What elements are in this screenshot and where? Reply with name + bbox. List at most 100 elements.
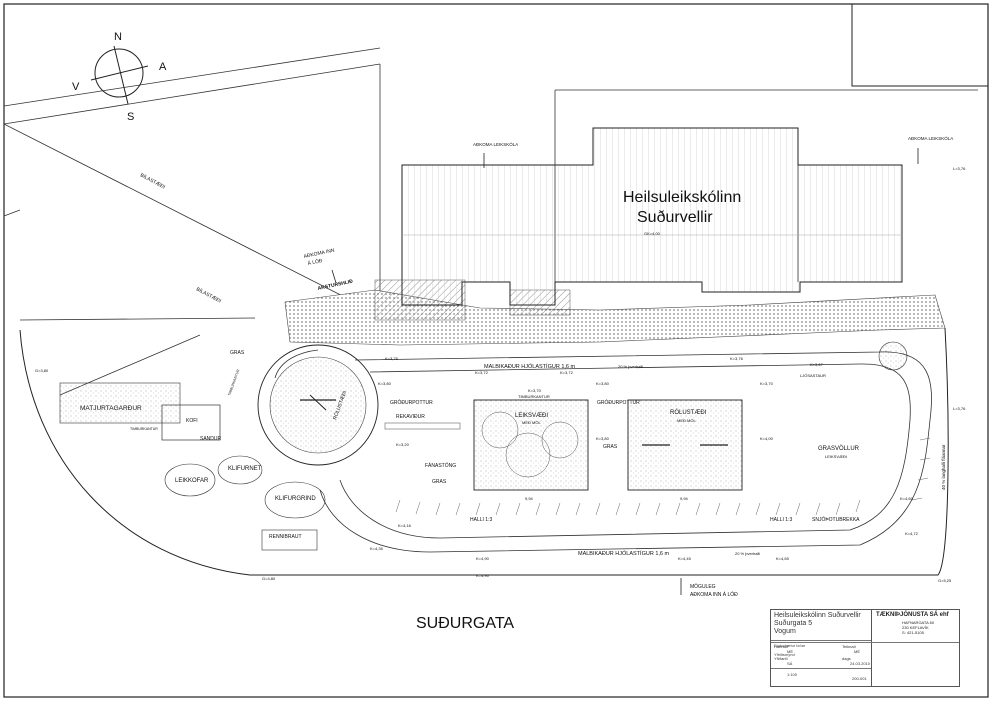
compass-n: N: [114, 31, 122, 43]
building-title-1: Heilsuleikskólinn: [623, 189, 741, 206]
firm-address-1: HAFNARGATA 60: [902, 620, 935, 625]
project-line-3: Vogum: [774, 628, 796, 635]
kofi-box: [161, 404, 221, 441]
ljosastaur-label: LJÓSASTAUR: [800, 373, 826, 378]
level-label: K=4,60: [900, 496, 914, 501]
firm-address-2: 230 KEFLAVÍK: [902, 625, 929, 630]
klifurnet-label: KLIFURNET: [228, 466, 262, 472]
teiknad-value: MÉ: [854, 649, 860, 654]
hannad-label: Hannað: [774, 644, 789, 649]
lot-boundary: [19, 327, 949, 576]
levels: K=3,75 K=3,72 K=3,72 K=3,76 K=3,67 K=3,7…: [35, 166, 966, 583]
slope-marks: [395, 437, 931, 516]
level-label: K=3,80: [596, 436, 610, 441]
parking-label-2: BÍLASTÆÐI: [195, 286, 222, 305]
leiksvaedi-sub: MEÐ MÖL: [522, 420, 541, 425]
firm-address-3: S: 421-5105: [902, 630, 924, 635]
rekavidur-log: [384, 422, 461, 430]
level-label: K=3,75: [385, 356, 399, 361]
project-name: Heilsuleikskólinn Suðurvellir Suðurgata …: [774, 612, 861, 636]
lot-entrance-2: Á LÓÐ: [307, 257, 324, 267]
compass-v: V: [72, 81, 80, 93]
street-label: SUÐURGATA: [416, 615, 514, 632]
sheet-label: Yfirlitsmynd: [774, 652, 795, 657]
level-label: K=3,76: [730, 356, 744, 361]
title-block-right: TÆKNIÞJÓNUSTA SÁ ehf HAFNARGATA 60 230 K…: [771, 610, 959, 686]
level-label: K=3,72: [475, 370, 489, 375]
level-label: K=4,45: [678, 556, 692, 561]
level-label: K=3,20: [396, 442, 410, 447]
level-label: K=4,16: [398, 523, 412, 528]
bike-path-inner: [339, 363, 911, 539]
gras-label-1: GRAS: [230, 350, 245, 356]
compass-a: A: [159, 61, 167, 73]
building: Heilsuleikskólinn Suðurvellir GK=4,00: [401, 127, 903, 306]
title-block-left: Heilsuleikskólinn Suðurvellir Suðurgata …: [771, 610, 872, 686]
leikkofar-label: LEIKKOFAR: [175, 478, 209, 484]
rolustaedi-label: RÓLUSTÆÐI: [670, 409, 707, 416]
dags-label: dags: [842, 656, 851, 661]
teiknad-label: Teiknað: [842, 644, 856, 649]
level-label: K=4,65: [776, 556, 790, 561]
timbur-label-3: TIMBURKANTUR: [518, 394, 550, 399]
level-label: K=3,70: [528, 388, 542, 393]
divider: [771, 640, 871, 641]
yfirfarid-label: Yfirfarið: [774, 656, 788, 661]
drawing-frame: [3, 3, 989, 698]
grodurpottur-1: GRÓÐURPOTTUR: [390, 399, 433, 406]
leikkofar-area: [164, 463, 216, 497]
yfirfarid-value: SÁ: [787, 661, 793, 666]
fanastong-label: FÁNASTÖNG: [425, 462, 456, 469]
slope-top: 20 % þverhalli: [618, 364, 643, 369]
sandur-label: SANDUR: [200, 436, 222, 442]
rolustaedi-box: RÓLUSTÆÐI MEÐ MÖL: [627, 399, 743, 491]
kvardi-value: 1:100: [787, 672, 798, 677]
steps-label: 40 % langhalli fláannar: [941, 444, 946, 490]
bike-path-label-bottom: MALBIKAÐUR HJÓLASTÍGUR 1,6 m: [578, 550, 669, 557]
lot-entrance-arrow: [331, 269, 337, 284]
leiksvaedi-box: LEIKSVÆÐI MEÐ MÖL: [473, 399, 589, 491]
round-swing-area: RÓLUSTÆÐI: [257, 344, 379, 466]
level-label: K=3,70: [760, 381, 774, 386]
grasvollur-label: GRASVÖLLUR: [818, 445, 860, 452]
drawing-number: 200-001: [852, 676, 867, 681]
entrance-top-label: AÐKOMA LEIKSKÓLA: [473, 141, 518, 147]
level-label: K=3,80: [378, 381, 392, 386]
level-label: G=4,80: [262, 576, 276, 581]
grodurpottur-2: GRÓÐURPOTTUR: [597, 399, 640, 406]
parking-area: [3, 47, 978, 396]
dags-value: 24.03.2010: [850, 661, 871, 666]
level-label: K=4,90: [476, 573, 490, 578]
klifurgrind-label: KLIFURGRIND: [275, 496, 316, 502]
building-title-2: Suðurvellir: [637, 209, 713, 226]
firm-address: HAFNARGATA 60 230 KEFLAVÍK S: 421-5105: [902, 620, 934, 635]
klifurgrind-area: [264, 481, 326, 519]
level-label: K=4,00: [760, 436, 774, 441]
revision-label: Endurbætur lóðar: [774, 643, 806, 648]
parking-label-1: BÍLASTÆÐI: [139, 172, 166, 191]
gras-label-2: GRAS: [432, 479, 447, 485]
project-line-1: Heilsuleikskólinn Suðurvellir: [774, 612, 861, 619]
dim-2: 9,94: [680, 496, 689, 501]
level-label: K=4,35: [370, 546, 384, 551]
vegetable-garden: MATJURTAGARÐUR: [59, 382, 181, 424]
rolustaedi-sub: MEÐ MÖL: [677, 418, 696, 423]
garden-label: MATJURTAGARÐUR: [80, 405, 142, 412]
divider: [771, 668, 871, 669]
firm-name: TÆKNIÞJÓNUSTA SÁ ehf: [876, 612, 949, 618]
level-label: L=3,76: [953, 166, 966, 171]
timbur-label-2: TIMBURKANTUR: [130, 427, 158, 431]
bike-path-outer: [319, 351, 932, 553]
slope-bottom: 20 % þverhalli: [735, 551, 760, 556]
level-label: L=3,76: [953, 406, 966, 411]
bottom-entrance-2: AÐKOMA INN Á LÓÐ: [690, 591, 738, 598]
rekavidur-label: REKAVIÐUR: [396, 414, 425, 420]
level-label: K=3,80: [596, 381, 610, 386]
level-label: G=5,25: [938, 578, 952, 583]
level-label: K=4,90: [476, 556, 490, 561]
compass-rose: N S V A: [72, 31, 167, 123]
halli-label-2: HALLI 1:3: [770, 517, 792, 523]
timbur-label-1: TIMBURKANTUR: [227, 368, 240, 396]
stamp-box: [851, 3, 989, 87]
